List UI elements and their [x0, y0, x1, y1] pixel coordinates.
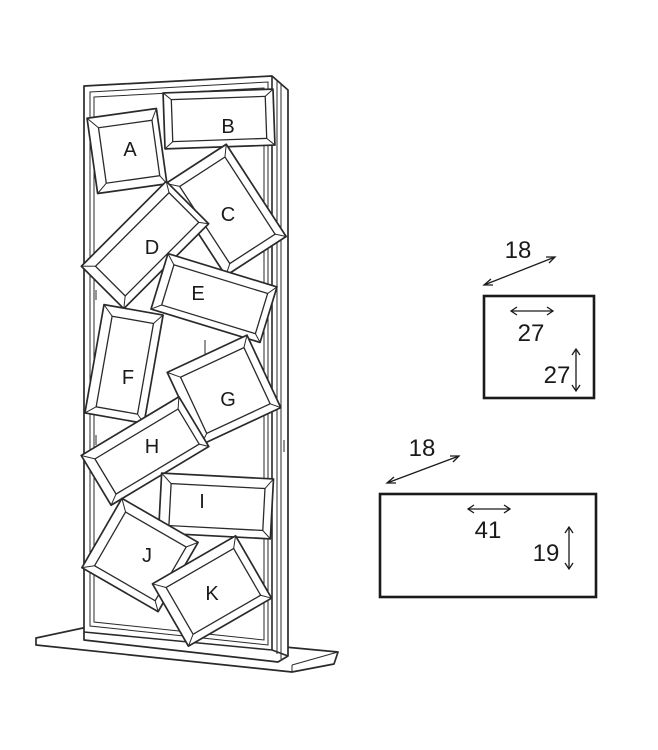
shelf-box-k: [151, 534, 273, 648]
large-box-outline: [378, 492, 598, 599]
shelf-label-k: K: [205, 583, 219, 605]
shelf-box-i: [157, 472, 275, 540]
small-box-width-value: 27: [518, 320, 545, 347]
shelf-box-g: [166, 334, 282, 446]
small-box-width-arrow: [509, 306, 555, 316]
shelf-label-h: H: [145, 436, 159, 458]
shelf-label-b: B: [221, 116, 234, 138]
shelf-box-a: [86, 107, 168, 195]
small-box-depth-value: 18: [505, 237, 532, 264]
shelf-label-g: G: [220, 389, 236, 411]
shelf-box-f: [84, 303, 164, 425]
small-box-height-value: 27: [544, 362, 571, 389]
large-box-depth-value: 18: [409, 435, 436, 462]
small-box-depth-arrow: [482, 256, 557, 286]
large-box-width-value: 41: [475, 517, 502, 544]
shelf-label-e: E: [191, 283, 204, 305]
shelf-label-c: C: [221, 204, 235, 226]
large-box-depth-arrow: [385, 455, 461, 484]
large-box-width-arrow: [466, 504, 512, 514]
shelf-labels: A B C D E F G H I J K: [122, 116, 236, 605]
shelf-label-i: I: [199, 491, 205, 513]
large-box-height-arrow: [564, 525, 574, 571]
shelf-box-e: [150, 252, 278, 344]
shelf-label-f: F: [122, 367, 134, 389]
large-box-height-value: 19: [533, 540, 560, 567]
shelf-label-d: D: [145, 237, 159, 259]
shelf-box-j: [81, 497, 199, 613]
shelf-box-h: [80, 395, 210, 507]
small-box-dimensions: 18 27 27: [482, 237, 596, 400]
small-box-height-arrow: [571, 347, 581, 393]
shelf-box-b: [162, 88, 276, 150]
shelf-label-j: J: [142, 545, 152, 567]
shelf-label-a: A: [123, 139, 137, 161]
large-box-dimensions: 18 41 19: [378, 435, 598, 599]
